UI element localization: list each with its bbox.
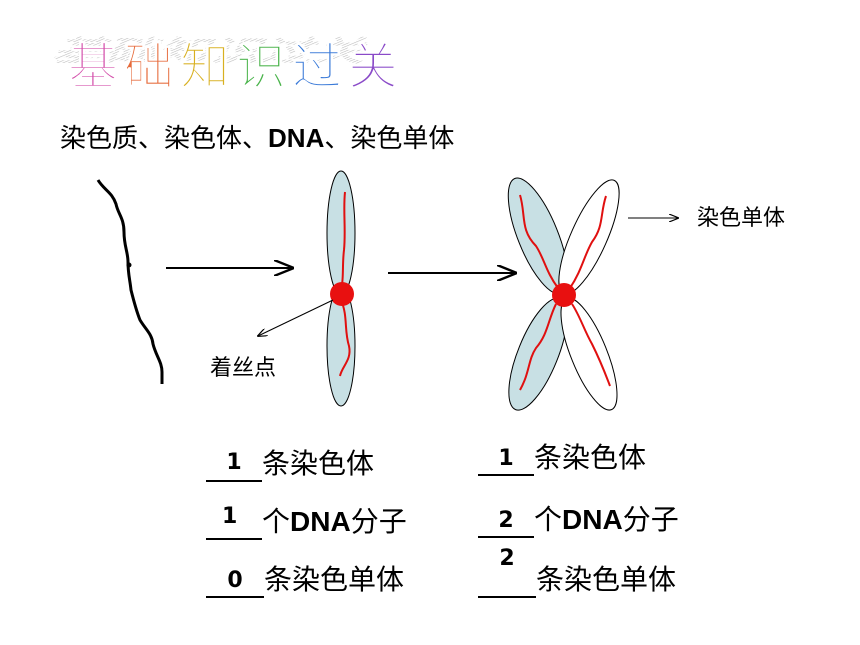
blank-answer: 1 xyxy=(498,446,514,471)
title-char: 知 xyxy=(180,38,230,96)
title-wordart: 基础知识过关 基础知识过关 xyxy=(47,35,399,97)
centromere-label: 着丝点 xyxy=(210,356,277,381)
row-prefix: 个 xyxy=(534,503,563,536)
row-suffix: 分子 xyxy=(350,505,407,538)
row-text: 条染色单体 xyxy=(536,563,677,596)
blank-field: 1 xyxy=(478,441,534,476)
chromatid-lower-right xyxy=(560,297,618,411)
left-row-2: 1 个DNA分子 xyxy=(206,500,407,540)
blank-answer: 0 xyxy=(227,568,243,593)
row-text: 条染色体 xyxy=(534,441,647,474)
dna-strand-lower xyxy=(339,299,351,377)
title-char: 础 xyxy=(124,38,174,96)
dna-strand-ll xyxy=(519,303,557,391)
right-row-1: 1 条染色体 xyxy=(478,436,646,476)
chromosome-upper-arm xyxy=(326,170,356,296)
row-text: 条染色体 xyxy=(262,447,375,480)
dna-strand-ul xyxy=(519,194,559,289)
subtitle-part3: 、染色单体 xyxy=(324,124,455,154)
row-dna: DNA xyxy=(562,504,623,535)
blank-answer: 2 xyxy=(498,508,514,533)
centromere-replicated xyxy=(552,283,576,307)
dna-strand-ur xyxy=(569,195,607,289)
title-shadow: 基础知识过关 xyxy=(47,35,378,68)
row-suffix: 分子 xyxy=(622,503,679,536)
title-char: 关 xyxy=(348,38,398,96)
page-title: 基础知识过关 基础知识过关 xyxy=(28,18,428,108)
chromatin-dot xyxy=(126,262,132,268)
chromosome-single xyxy=(326,170,356,407)
title-chars: 基础知识过关 xyxy=(68,38,399,97)
left-row-1: 1 条染色体 xyxy=(206,442,374,482)
chromatin-strand xyxy=(96,179,164,384)
blank-field: 1 xyxy=(206,504,262,540)
row-dna: DNA xyxy=(290,506,351,537)
right-row-3: 2 条染色单体 xyxy=(478,546,677,598)
dna-strand-lr xyxy=(571,303,611,387)
subtitle-part1: 染色质、染色体、 xyxy=(60,124,269,154)
right-row-2: 2 个DNA分子 xyxy=(478,498,679,538)
blank-field: 1 xyxy=(206,447,262,482)
title-char: 基 xyxy=(68,38,118,96)
row-text: 条染色单体 xyxy=(264,563,405,596)
blank-answer: 2 xyxy=(499,546,515,571)
centromere-pointer xyxy=(258,299,334,336)
blank-field: 2 xyxy=(478,546,536,598)
dna-strand-upper xyxy=(340,191,346,291)
blank-answer: 1 xyxy=(226,450,242,475)
row-prefix: 个 xyxy=(262,505,291,538)
subtitle-dna: DNA xyxy=(268,123,325,153)
blank-field: 2 xyxy=(478,503,534,538)
chromosome-replicated xyxy=(507,177,620,411)
title-char: 过 xyxy=(292,38,342,96)
left-row-3: 0 条染色单体 xyxy=(206,558,404,598)
title-char: 识 xyxy=(236,38,286,96)
blank-field: 0 xyxy=(206,563,264,598)
centromere-single xyxy=(330,282,354,306)
blank-answer: 1 xyxy=(222,504,238,529)
chromatid-label: 染色单体 xyxy=(697,206,786,231)
subtitle: 染色质、染色体、DNA、染色单体 xyxy=(60,118,454,155)
